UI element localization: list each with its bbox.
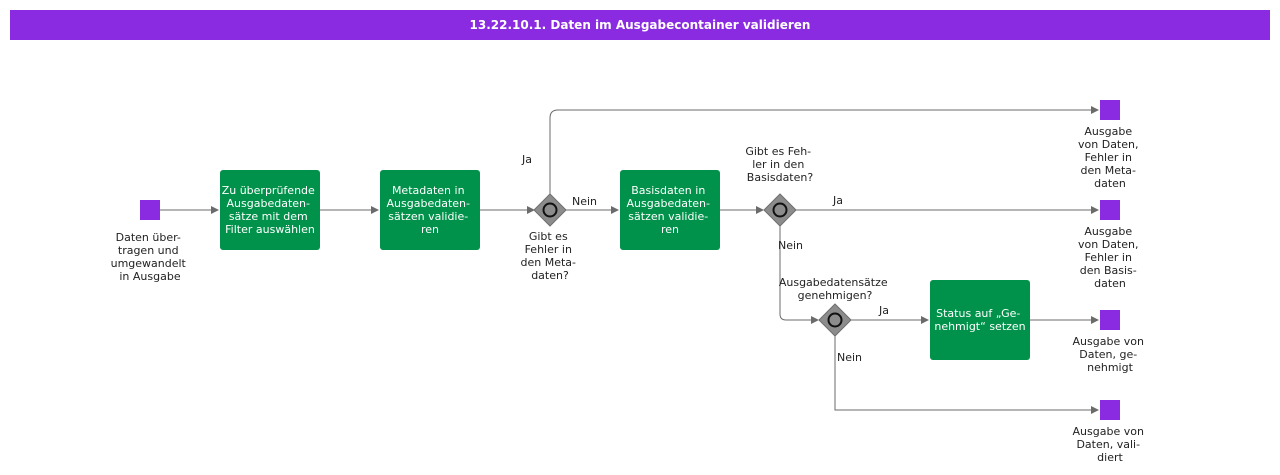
end-event-metadata-errors[interactable] xyxy=(1100,100,1120,120)
edge-gateway3-no xyxy=(834,336,1099,414)
end-event-validated-label: Ausgabe von Daten, vali- diert xyxy=(1073,425,1148,464)
end-event-metadata-errors-label: Ausgabe von Daten, Fehler in den Meta- d… xyxy=(1078,125,1142,190)
edge-gateway1-yes xyxy=(549,106,1099,194)
gateway-basis-errors-label: Gibt es Feh- ler in den Basisdaten? xyxy=(745,145,814,184)
task-basisdata[interactable] xyxy=(620,170,720,250)
task-metadata-label: Metadaten in Ausgabedaten- sätzen validi… xyxy=(387,184,474,236)
gateway-metadata-errors[interactable] xyxy=(533,193,567,227)
edge-label-g1-no: Nein xyxy=(572,195,597,208)
task-metadata[interactable] xyxy=(380,170,480,250)
gateway-circle-icon xyxy=(542,202,558,218)
start-event[interactable] xyxy=(140,200,160,220)
gateway-metadata-errors-label: Gibt es Fehler in den Meta- daten? xyxy=(521,230,580,282)
start-event-label: Daten über- tragen und umgewandelt in Au… xyxy=(111,231,190,283)
edge-gateway2-no xyxy=(779,226,819,324)
gateway-circle-icon xyxy=(772,202,788,218)
edge-label-g2-yes: Ja xyxy=(832,194,843,207)
gateway-basis-errors[interactable] xyxy=(763,193,797,227)
task-approve-label: Status auf „Ge- nehmigt“ setzen xyxy=(934,307,1025,333)
end-event-basis-errors-label: Ausgabe von Daten, Fehler in den Basis- … xyxy=(1078,225,1142,290)
edge-label-g3-yes: Ja xyxy=(878,304,889,317)
edge-label-g2-no: Nein xyxy=(778,239,803,252)
edge-label-g1-yes: Ja xyxy=(521,153,532,166)
edge-label-g3-no: Nein xyxy=(837,351,862,364)
end-event-approved-label: Ausgabe von Daten, ge- nehmigt xyxy=(1073,335,1148,374)
edges xyxy=(160,106,1099,414)
task-filter-label: Zu überprüfende Ausgabedaten- sätze mit … xyxy=(222,184,319,236)
end-event-approved[interactable] xyxy=(1100,310,1120,330)
end-event-validated[interactable] xyxy=(1100,400,1120,420)
task-filter[interactable] xyxy=(220,170,320,250)
task-basisdata-label: Basisdaten in Ausgabedaten- sätzen valid… xyxy=(627,184,714,236)
diagram-title: 13.22.10.1. Daten im Ausgabecontainer va… xyxy=(10,10,1270,40)
gateway-circle-icon xyxy=(827,312,843,328)
end-event-basis-errors[interactable] xyxy=(1100,200,1120,220)
gateway-approve-label: Ausgabedatensätze genehmigen? xyxy=(779,276,891,302)
gateway-approve[interactable] xyxy=(818,303,852,337)
task-approve[interactable] xyxy=(930,280,1030,360)
